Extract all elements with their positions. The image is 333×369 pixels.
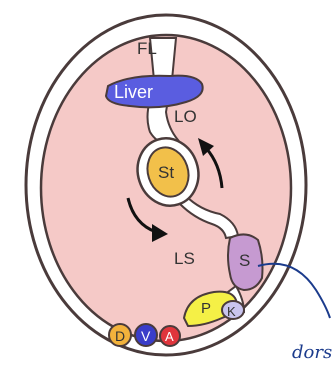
label-circle-v: V [141, 328, 151, 344]
label-spleen: S [239, 251, 250, 270]
label-falciform-ligament: FL [137, 39, 157, 58]
label-circle-d: D [115, 328, 125, 344]
label-lesser-omentum: LO [174, 107, 197, 126]
label-stomach: St [158, 163, 174, 182]
label-lienorenal-ligament: LS [174, 249, 195, 268]
label-circle-a: A [165, 329, 174, 344]
handwritten-note: dors [292, 342, 332, 363]
label-liver: Liver [114, 82, 153, 102]
label-pancreas: P [201, 300, 211, 317]
label-kidney: K [227, 304, 236, 319]
